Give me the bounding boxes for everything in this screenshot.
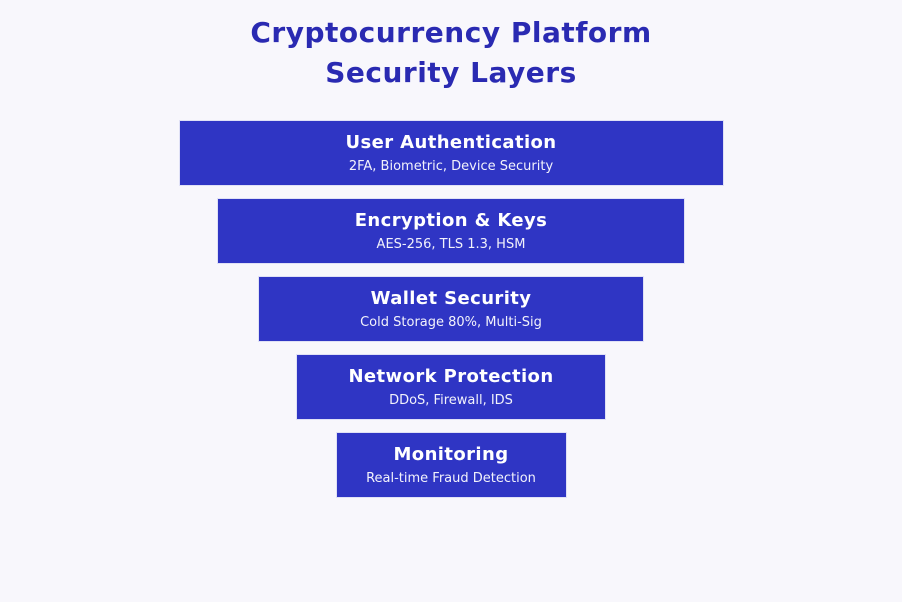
funnel-layer: Network Protection DDoS, Firewall, IDS	[296, 354, 606, 421]
chart-title-line2: Security Layers	[325, 56, 577, 90]
funnel-layers: User Authentication 2FA, Biometric, Devi…	[0, 120, 902, 499]
funnel-layer: User Authentication 2FA, Biometric, Devi…	[178, 120, 724, 187]
funnel-layer-label: Wallet Security	[370, 287, 532, 309]
funnel-layer-detail: AES-256, TLS 1.3, HSM	[376, 236, 526, 252]
funnel-layer-detail: Real-time Fraud Detection	[366, 470, 536, 486]
funnel-layer: Wallet Security Cold Storage 80%, Multi-…	[258, 276, 644, 343]
funnel-layer-label: Monitoring	[393, 443, 509, 465]
funnel-layer-label: Encryption & Keys	[354, 209, 548, 231]
funnel-layer: Monitoring Real-time Fraud Detection	[335, 432, 567, 499]
funnel-layer-label: User Authentication	[345, 131, 557, 153]
funnel-layer-detail: DDoS, Firewall, IDS	[389, 392, 513, 408]
funnel-layer-label: Network Protection	[348, 365, 554, 387]
funnel-layer-detail: 2FA, Biometric, Device Security	[348, 158, 554, 174]
funnel-layer-detail: Cold Storage 80%, Multi-Sig	[360, 314, 542, 330]
chart-title-line1: Cryptocurrency Platform	[250, 16, 652, 49]
funnel-layer: Encryption & Keys AES-256, TLS 1.3, HSM	[217, 198, 685, 265]
